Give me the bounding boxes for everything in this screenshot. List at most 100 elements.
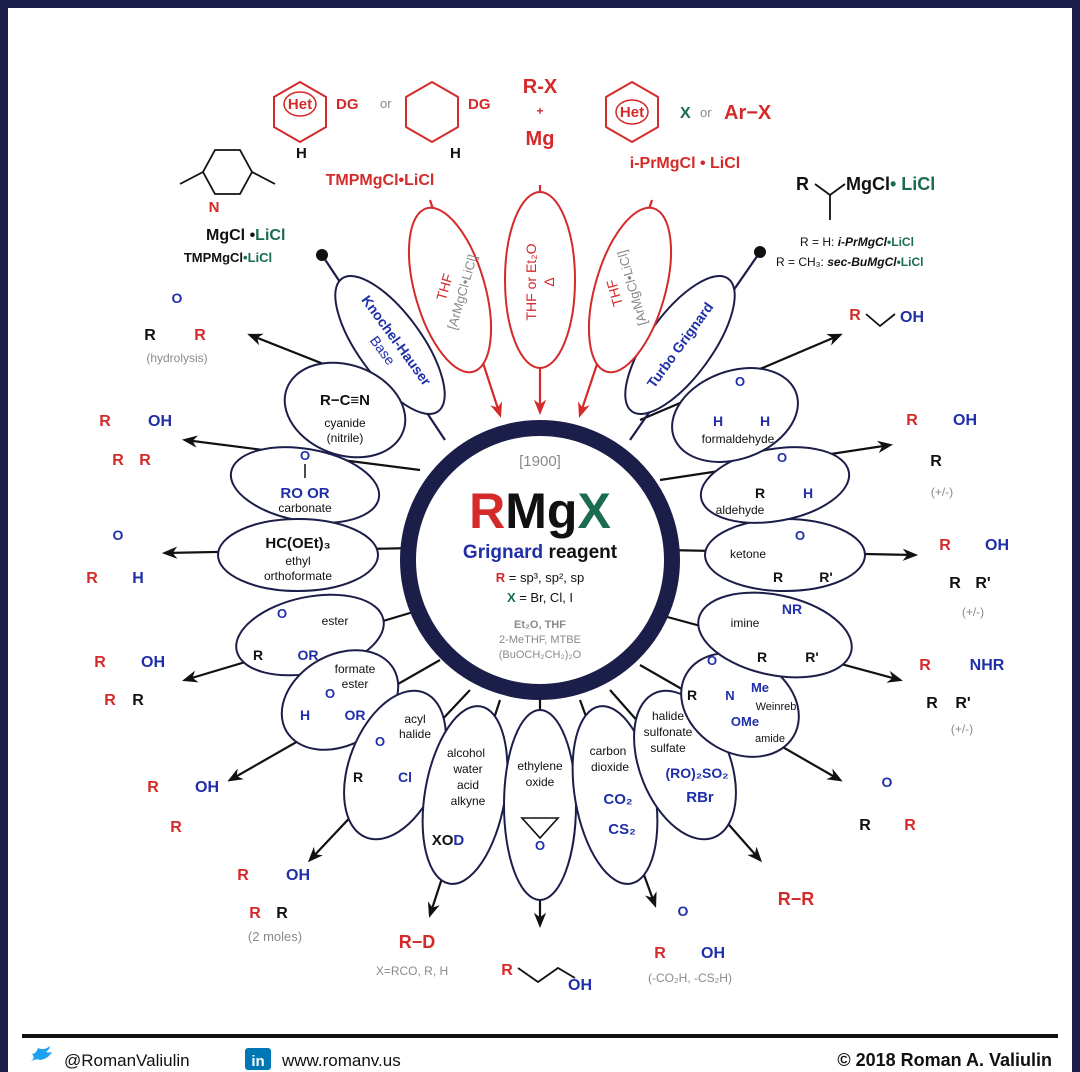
ald-prod-r: R	[86, 570, 98, 587]
formaldehyde-h1: H	[713, 413, 723, 429]
rd-product: R−D	[399, 932, 436, 952]
website-link[interactable]: www.romanv.us	[281, 1051, 401, 1070]
sa-r: R	[906, 412, 918, 429]
petal-knochel-hauser	[334, 275, 446, 415]
linkedin-icon	[245, 1048, 271, 1070]
ketone-hyd-r1: R	[144, 327, 156, 344]
ethylene-label: ethylene	[517, 759, 563, 773]
halide-petal-label: halide	[652, 709, 684, 723]
sa-r2: R	[930, 453, 942, 470]
tmp-base-structure: N MgCl •LiCl TMPMgCl•LiCl	[179, 149, 285, 265]
ketone-r-prime: R'	[819, 569, 832, 585]
ketone-prod-r1: R	[859, 817, 871, 834]
formate-h: H	[300, 707, 310, 723]
amine-r: R	[919, 657, 931, 674]
acyl-r: R	[353, 769, 363, 785]
footer: @RomanValiulin in www.romanv.us © 2018 R…	[30, 1046, 1052, 1070]
ethyl-label: ethyl	[285, 554, 310, 568]
hub-content: [1900] RMgX Grignard reagent R = sp³, sp…	[463, 453, 618, 661]
imine-r: R	[757, 649, 767, 665]
solvents-alt: 2-MeTHF, MTBE	[499, 634, 581, 646]
petal-contents: R−C≡N cyanide (nitrile) O RO OR carbonat…	[253, 374, 833, 853]
input-petals	[408, 191, 672, 374]
imine-r-prime: R'	[805, 649, 818, 665]
weinreb-me: Me	[751, 680, 769, 695]
ketone-r: R	[773, 569, 783, 585]
knochel-stick-dot	[316, 249, 328, 261]
acid-oh: OH	[701, 945, 725, 962]
orthoformate-label: orthoformate	[264, 569, 332, 583]
tert-alc-r3: R	[139, 452, 151, 469]
amine-r2: R	[926, 695, 938, 712]
ethanol-r: R	[501, 962, 513, 979]
primary-oh: OH	[900, 309, 924, 326]
tk-r: R	[939, 537, 951, 554]
aldehyde-h: H	[803, 485, 813, 501]
petal-formaldehyde	[671, 367, 799, 463]
central-hub	[400, 420, 680, 700]
carbon-label: carbon	[590, 744, 627, 758]
tert-alc2-r: R	[94, 654, 106, 671]
grignard-reagent-label: Grignard reagent	[463, 542, 618, 563]
alcohol-label: alcohol	[447, 746, 485, 760]
heat-label: Δ	[541, 277, 557, 286]
r-hybridization: R = sp³, sp², sp	[496, 570, 585, 585]
hydrolysis-note: (hydrolysis)	[146, 351, 207, 365]
tert-2mol-oh: OH	[286, 867, 310, 884]
twitter-handle[interactable]: @RomanValiulin	[64, 1051, 190, 1070]
amine-racemic-note: (+/-)	[951, 722, 973, 736]
sa-oh: OH	[953, 412, 977, 429]
tk-r-prime: R'	[975, 575, 990, 592]
ester-o: O	[277, 606, 287, 621]
tert-2mol-r3: R	[276, 905, 288, 922]
twitter-icon	[30, 1046, 52, 1062]
tmp-n: N	[209, 199, 220, 216]
solvents-ether: (BuOCH₂CH₂)₂O	[499, 649, 582, 661]
nitrile-label: (nitrile)	[327, 431, 364, 445]
rd-note: X=RCO, R, H	[376, 964, 448, 978]
turbo-line-2: R = CH₃: sec-BuMgCl•LiCl	[776, 255, 923, 269]
turbo-line-1: R = H: i-PrMgCl•LiCl	[800, 235, 914, 249]
copyright: © 2018 Roman A. Valiulin	[837, 1050, 1052, 1070]
ethanol-chain	[517, 966, 576, 984]
acid-label: acid	[457, 778, 479, 792]
or-right: or	[700, 105, 712, 120]
weinreb-o: O	[707, 653, 717, 668]
reagent-petals	[217, 275, 866, 901]
rr-product: R−R	[778, 889, 815, 909]
sec-alc-oh: OH	[195, 779, 219, 796]
dg-right: DG	[468, 96, 491, 113]
top-reagents: Het DG H or DG H TMPMgCl•LiCl R-X + Mg H…	[273, 76, 772, 189]
formate-label: formate	[335, 662, 376, 676]
sulfate-label: sulfate	[650, 741, 686, 755]
rx-label: R-X	[523, 76, 558, 98]
rmgx-title: RMgX	[469, 483, 611, 539]
ald-prod-h: H	[132, 570, 144, 587]
mg-label: Mg	[526, 128, 555, 150]
petal-cyanide	[283, 361, 407, 459]
cs2-formula: CS₂	[608, 821, 636, 838]
formaldehyde-o: O	[735, 374, 745, 389]
ketone-hyd-r2: R	[194, 327, 206, 344]
arx-label: Ar−X	[724, 102, 772, 124]
ketone-o: O	[795, 528, 805, 543]
amine-nhr: NHR	[970, 657, 1005, 674]
linkedin-glyph: in	[251, 1053, 264, 1070]
xod-formula: XOD	[432, 832, 465, 849]
or-left: or	[380, 96, 392, 111]
thf-label-left: THF	[433, 272, 456, 303]
petal-thf-right	[588, 206, 672, 374]
tert-alc2-r2: R	[104, 692, 116, 709]
turbo-structure: R MgCl• LiCl R = H: i-PrMgCl•LiCl R = CH…	[776, 174, 935, 269]
tert-alc2-r3: R	[132, 692, 144, 709]
aldehyde-r: R	[755, 485, 765, 501]
aldehyde-o: O	[777, 450, 787, 465]
formate-o: O	[325, 686, 335, 701]
tert-alc2-oh: OH	[141, 654, 165, 671]
carbonate-formula: RO OR	[280, 485, 329, 502]
dialkyl-sulfate-formula: (RO)₂SO₂	[666, 765, 729, 781]
ketone-prod-r2: R	[904, 817, 916, 834]
ketone-hyd-o: O	[172, 290, 183, 306]
petal-orthoformate	[217, 518, 379, 592]
